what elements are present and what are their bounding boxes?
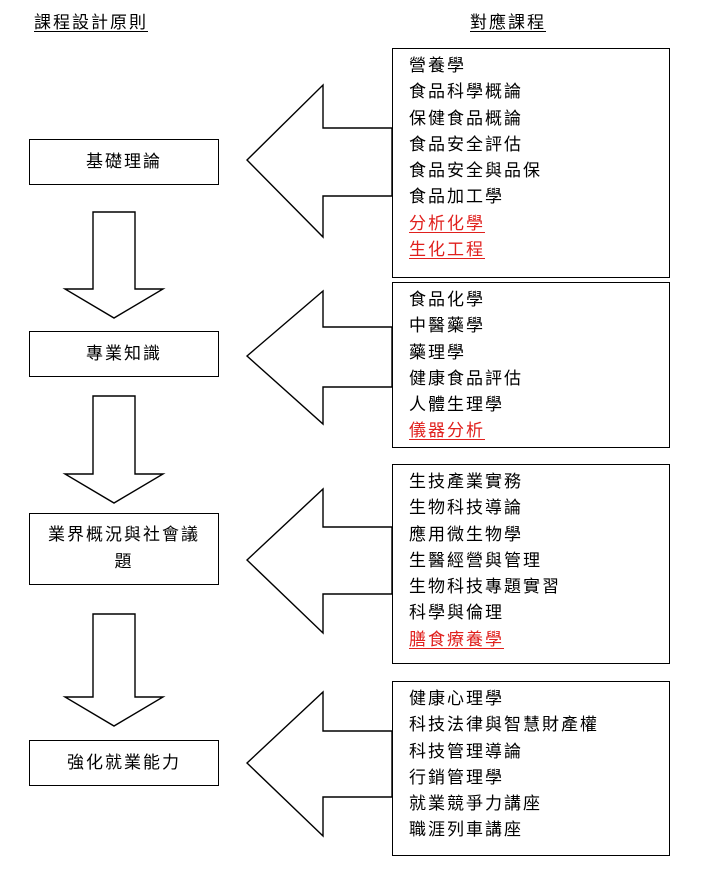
- left-arrow-2: [245, 289, 393, 426]
- course-item: 人體生理學: [409, 395, 504, 416]
- course-list: 營養學食品科學概論保健食品概論食品安全評估食品安全與品保食品加工學分析化學生化工…: [409, 53, 669, 263]
- course-item: 分析化學: [409, 213, 485, 234]
- course-item: 儀器分析: [409, 421, 485, 442]
- course-item: 食品加工學: [409, 187, 504, 208]
- course-item: 應用微生物學: [409, 524, 523, 545]
- course-item: 生物科技導論: [409, 498, 523, 519]
- course-item: 食品科學概論: [409, 82, 523, 103]
- left-arrow-3: [245, 487, 393, 635]
- course-item: 職涯列車講座: [409, 820, 523, 841]
- course-item: 保健食品概論: [409, 108, 523, 129]
- course-list: 健康心理學科技法律與智慧財產權科技管理導論行銷管理學就業競爭力講座職涯列車講座: [409, 686, 669, 844]
- course-item: 科技法律與智慧財產權: [409, 715, 599, 736]
- down-arrow-1: [62, 211, 166, 319]
- course-item: 健康食品評估: [409, 368, 523, 389]
- stage-box-industry: 業界概況與社會議題: [29, 513, 219, 585]
- stage-label: 基礎理論: [86, 151, 162, 172]
- course-item: 科學與倫理: [409, 603, 504, 624]
- course-box-professional: 食品化學中醫藥學藥理學健康食品評估人體生理學儀器分析: [392, 282, 670, 448]
- course-item: 行銷管理學: [409, 767, 504, 788]
- course-item: 食品安全評估: [409, 134, 523, 155]
- course-list: 生技產業實務生物科技導論應用微生物學生醫經營與管理生物科技專題實習科學與倫理膳食…: [409, 469, 669, 653]
- courses-header: 對應課程: [470, 13, 546, 33]
- stage-label: 強化就業能力: [67, 752, 181, 773]
- course-item: 生技產業實務: [409, 472, 523, 492]
- course-item: 健康心理學: [409, 689, 504, 709]
- course-item: 科技管理導論: [409, 741, 523, 762]
- course-item: 藥理學: [409, 342, 466, 363]
- down-arrow-2: [62, 395, 166, 504]
- left-arrow-4: [245, 690, 393, 838]
- stage-label: 業界概況與社會議題: [48, 525, 200, 572]
- course-list: 食品化學中醫藥學藥理學健康食品評估人體生理學儀器分析: [409, 287, 669, 445]
- course-box-foundation: 營養學食品科學概論保健食品概論食品安全評估食品安全與品保食品加工學分析化學生化工…: [392, 48, 670, 278]
- stage-box-professional: 專業知識: [29, 331, 219, 377]
- stage-box-employability: 強化就業能力: [29, 740, 219, 786]
- course-item: 生物科技專題實習: [409, 577, 561, 598]
- down-arrow-3: [62, 613, 166, 727]
- course-item: 生化工程: [409, 240, 485, 261]
- course-box-employability: 健康心理學科技法律與智慧財產權科技管理導論行銷管理學就業競爭力講座職涯列車講座: [392, 681, 670, 856]
- course-item: 食品化學: [409, 290, 485, 310]
- stage-label: 專業知識: [86, 343, 162, 364]
- course-item: 生醫經營與管理: [409, 550, 542, 571]
- course-item: 食品安全與品保: [409, 161, 542, 182]
- course-item: 就業競爭力講座: [409, 794, 542, 815]
- left-arrow-1: [246, 83, 393, 239]
- principles-header: 課程設計原則: [34, 13, 148, 33]
- course-item: 中醫藥學: [409, 316, 485, 337]
- course-item: 膳食療養學: [409, 629, 504, 650]
- stage-box-foundation: 基礎理論: [29, 139, 219, 185]
- course-item: 營養學: [409, 56, 466, 76]
- course-box-industry: 生技產業實務生物科技導論應用微生物學生醫經營與管理生物科技專題實習科學與倫理膳食…: [392, 464, 670, 664]
